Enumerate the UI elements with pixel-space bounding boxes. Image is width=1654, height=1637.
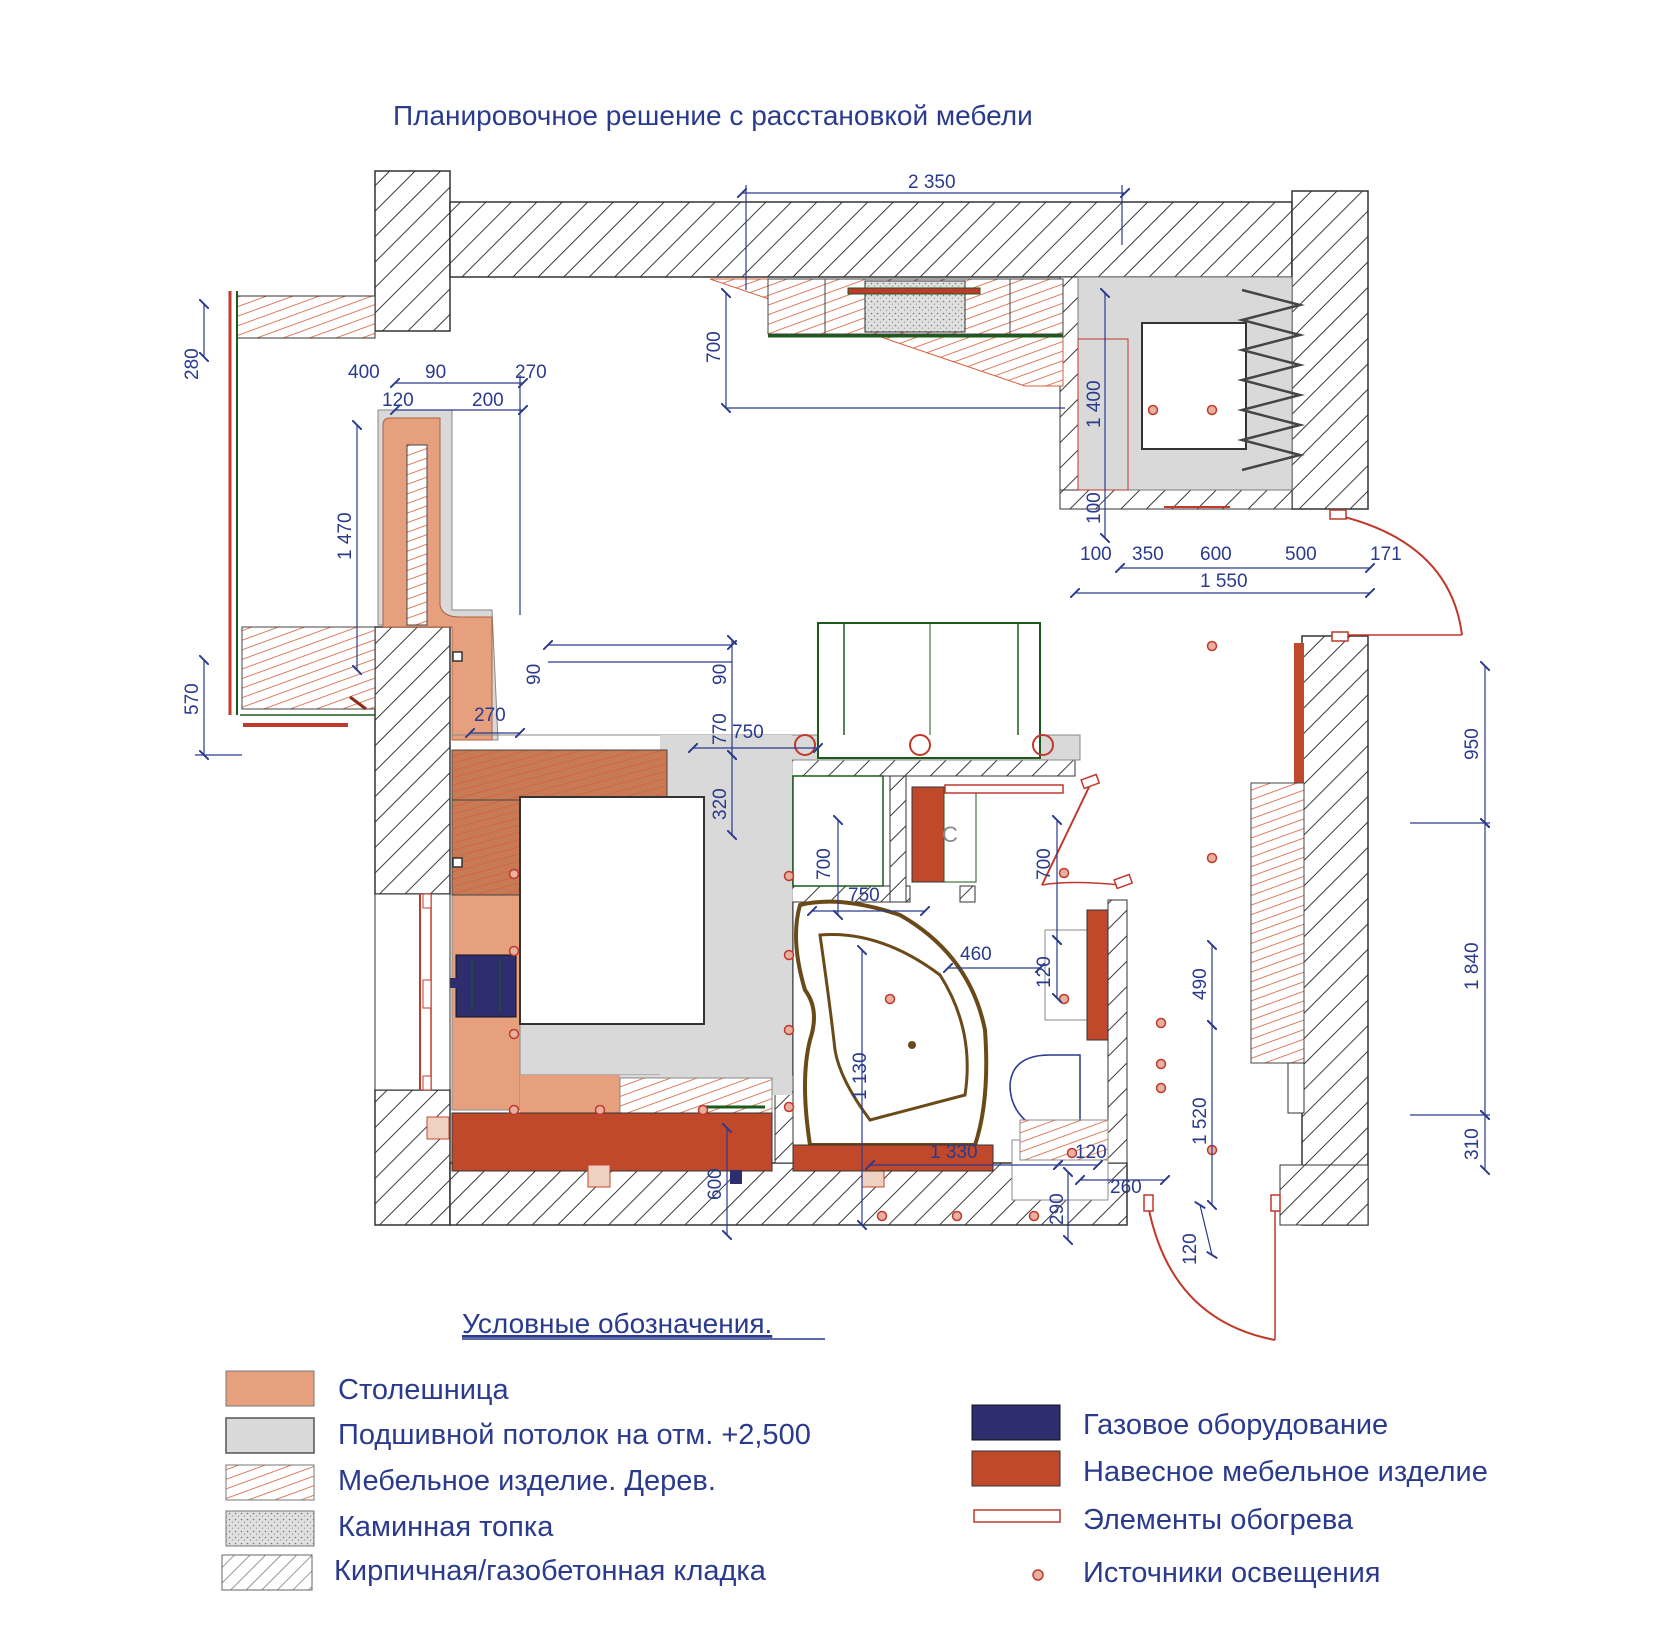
light-icon: [508, 1104, 520, 1116]
dim-310: 310: [1462, 1128, 1483, 1160]
legend-label-firebox: Каминная топка: [338, 1511, 554, 1543]
dim-770: 770: [710, 713, 731, 745]
legend-swatch-firebox: [225, 1510, 315, 1547]
legend-swatch-heating: [973, 1509, 1061, 1523]
bathroom: C: [792, 773, 1134, 1201]
fireplace-unit: [709, 278, 1064, 387]
legend-label-masonry: Кирпичная/газобетонная кладка: [334, 1555, 767, 1587]
dim-700: 700: [704, 331, 725, 363]
legend-label-hanging: Навесное мебельное изделие: [1083, 1456, 1488, 1488]
dim-290: 290: [1047, 1193, 1068, 1225]
legend: Условные обозначения. Столешница Подшивн…: [221, 1308, 1488, 1591]
dim-750-bath: 750: [848, 885, 880, 906]
dim-120-toilet: 120: [1075, 1142, 1107, 1163]
legend-swatch-wood: [225, 1464, 315, 1501]
light-icon: [1155, 1017, 1167, 1029]
wardrobe-room: [1077, 276, 1305, 508]
dim-460: 460: [960, 944, 992, 965]
dim-100h: 100: [1080, 544, 1112, 565]
left-storage: [228, 291, 376, 727]
dim-260: 260: [1110, 1177, 1142, 1198]
legend-label-heating: Элементы обогрева: [1083, 1504, 1354, 1536]
dim-200: 200: [472, 390, 504, 411]
dim-2350: 2 350: [908, 172, 956, 193]
light-icon: [1155, 1082, 1167, 1094]
dim-1330: 1 330: [930, 1142, 978, 1163]
legend-swatch-hanging: [971, 1450, 1061, 1487]
legend-label-ceiling: Подшивной потолок на отм. +2,500: [338, 1419, 811, 1451]
light-icon: [783, 1101, 795, 1113]
dim-700-bath: 700: [814, 848, 835, 880]
light-icon: [876, 1210, 888, 1222]
legend-label-wood: Мебельное изделие. Дерев.: [338, 1465, 716, 1497]
light-icon: [783, 870, 795, 882]
legend-swatch-masonry: [221, 1554, 313, 1591]
plan-title: Планировочное решение с расстановкой меб…: [393, 100, 1033, 131]
light-icon: [1028, 1210, 1040, 1222]
dim-1840: 1 840: [1462, 942, 1483, 990]
light-icon: [1155, 1058, 1167, 1070]
light-icon: [697, 1104, 709, 1116]
dimension-lines: [195, 185, 1490, 1255]
dim-171: 171: [1370, 544, 1402, 565]
light-icon: [783, 949, 795, 961]
light-icon: [1206, 852, 1218, 864]
legend-swatch-ceiling: [225, 1417, 315, 1454]
light-icon: [1032, 1569, 1044, 1581]
dim-280: 280: [182, 348, 203, 380]
dim-570: 570: [182, 683, 203, 715]
dim-490: 490: [1190, 968, 1211, 1000]
dim-700-wc: 700: [1034, 848, 1055, 880]
light-icon: [508, 1028, 520, 1040]
legend-title: Условные обозначения.: [462, 1308, 772, 1339]
masonry-walls: [236, 170, 1369, 1226]
dim-950: 950: [1462, 728, 1483, 760]
light-icon: [508, 868, 520, 880]
light-icon: [1147, 404, 1159, 416]
legend-label-light: Источники освещения: [1083, 1557, 1380, 1589]
dim-120-door: 120: [1180, 1233, 1201, 1265]
dim-90-left: 90: [524, 664, 545, 685]
dim-600: 600: [1200, 544, 1232, 565]
dim-1550: 1 550: [1200, 571, 1248, 592]
kitchen: [374, 409, 1081, 1188]
sofa: [794, 622, 1054, 759]
light-sources: [508, 404, 1218, 1222]
light-icon: [508, 945, 520, 957]
light-icon: [594, 1104, 606, 1116]
legend-swatch-gas: [971, 1404, 1061, 1441]
dim-1130: 1 130: [850, 1052, 871, 1100]
legend-label-countertop: Столешница: [338, 1374, 510, 1406]
dim-1520: 1 520: [1190, 1097, 1211, 1145]
wc-letter: C: [942, 822, 958, 847]
light-icon: [1058, 867, 1070, 879]
light-icon: [783, 1024, 795, 1036]
legend-swatch-countertop: [225, 1370, 315, 1407]
dim-350: 350: [1132, 544, 1164, 565]
dim-750-top: 750: [732, 722, 764, 743]
light-icon: [1206, 640, 1218, 652]
light-icon: [1066, 1147, 1078, 1159]
dimension-labels: 2 350 700 1 400 100 100 350 600 500 171 …: [182, 172, 1483, 1265]
dim-90-top: 90: [425, 362, 446, 383]
dim-400: 400: [348, 362, 380, 383]
legend-label-gas: Газовое оборудование: [1083, 1409, 1388, 1441]
dim-270-top: 270: [515, 362, 547, 383]
dim-270-left: 270: [474, 705, 506, 726]
dim-600-kitchen: 600: [705, 1168, 726, 1200]
light-icon: [1058, 993, 1070, 1005]
light-icon: [884, 993, 896, 1005]
dim-500: 500: [1285, 544, 1317, 565]
corridor: [1143, 509, 1463, 1341]
light-icon: [1206, 404, 1218, 416]
dim-320: 320: [710, 788, 731, 820]
light-icon: [951, 1210, 963, 1222]
dim-1470: 1 470: [335, 512, 356, 560]
dim-100v: 100: [1084, 492, 1105, 524]
dim-90-right: 90: [710, 664, 731, 685]
dim-120-wc: 120: [1034, 956, 1055, 988]
dim-120-top: 120: [382, 390, 414, 411]
dim-1400: 1 400: [1084, 380, 1105, 428]
